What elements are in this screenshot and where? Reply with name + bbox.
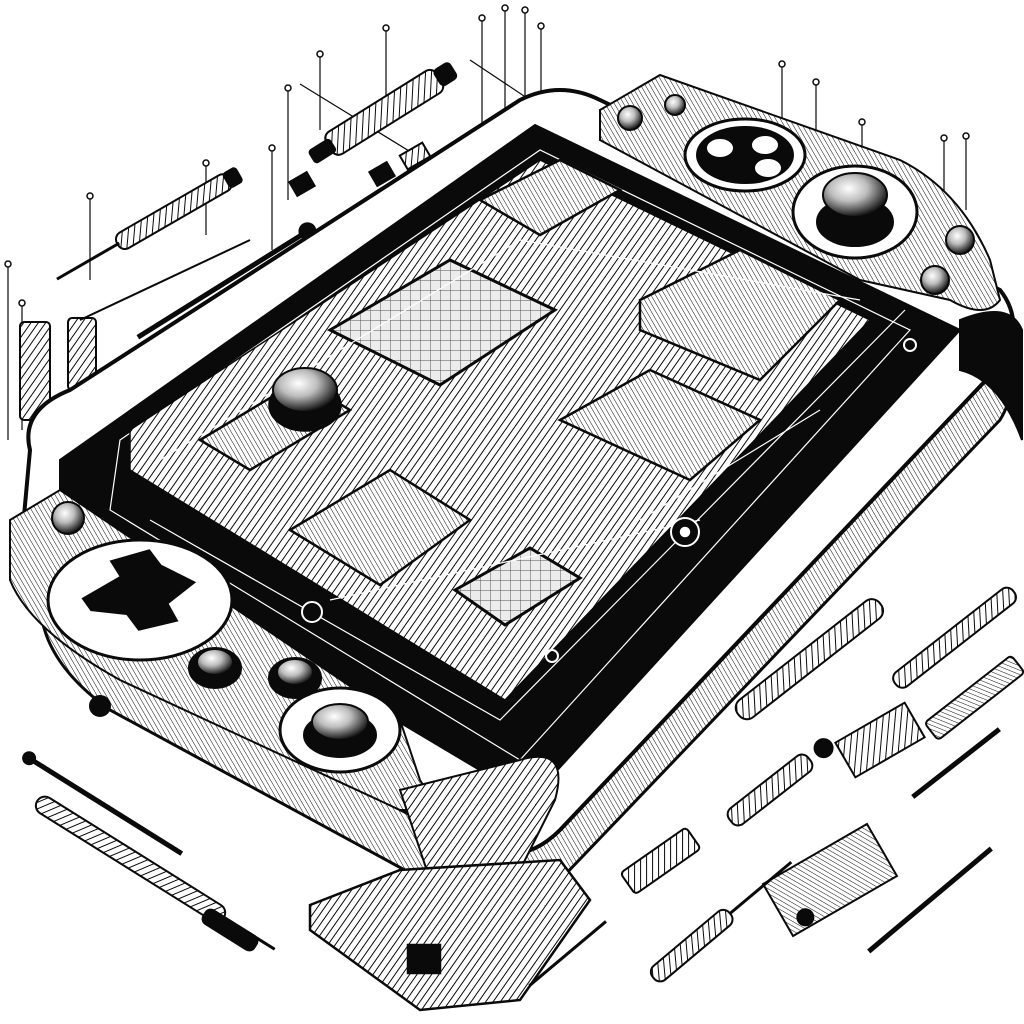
stylus-pen-top <box>308 62 458 164</box>
main-processor-chip <box>326 258 559 387</box>
face-buttons-icon <box>683 117 807 193</box>
screw-hole-2 <box>301 601 323 623</box>
small-chip-2 <box>367 160 397 188</box>
right-analog-stick-icon <box>791 164 919 260</box>
circuit-board <box>129 158 917 721</box>
left-analog-stick-icon <box>278 686 402 774</box>
system-buttons-icon <box>188 647 322 699</box>
connector-block <box>833 701 927 779</box>
small-button-icon <box>617 105 643 131</box>
loose-parts-bottom-left <box>22 751 276 952</box>
console-base <box>308 858 592 1012</box>
callout-pins <box>4 4 970 307</box>
loose-parts-top-left <box>19 62 458 421</box>
capacitor <box>268 367 342 432</box>
dpad-icon <box>46 538 234 662</box>
left-controls <box>9 488 560 889</box>
loose-parts-bottom-right <box>528 586 1024 987</box>
right-controls <box>599 73 1023 441</box>
stylus-pen-left <box>56 167 243 281</box>
camera-module <box>761 822 899 938</box>
small-chip-1 <box>287 170 317 198</box>
